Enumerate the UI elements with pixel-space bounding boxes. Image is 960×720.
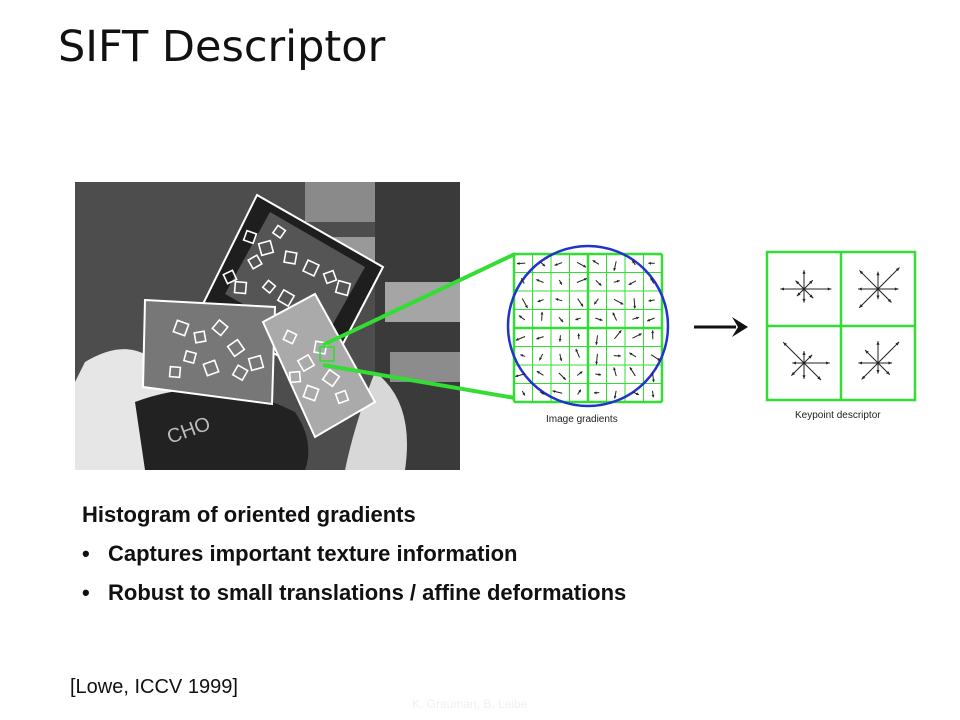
- bullet-heading: Histogram of oriented gradients: [82, 502, 416, 527]
- image-gradients-diagram: [500, 240, 680, 430]
- bullet-item: • Robust to small translations / affine …: [82, 582, 626, 604]
- arrow-right-icon: [692, 312, 748, 342]
- credit: K. Grauman, B. Leibe: [412, 697, 528, 711]
- bullet-list: Histogram of oriented gradients • Captur…: [82, 504, 626, 621]
- bullet-dot-icon: •: [82, 541, 90, 566]
- keypoint-descriptor-diagram: [758, 240, 928, 430]
- keypoint-descriptor-caption: Keypoint descriptor: [795, 410, 881, 421]
- bullet-dot-icon: •: [82, 580, 90, 605]
- citation: [Lowe, ICCV 1999]: [70, 676, 238, 698]
- keypoint-photo: CHO: [75, 182, 460, 470]
- bullet-item: • Captures important texture information: [82, 543, 626, 565]
- bullet-text: Captures important texture information: [108, 541, 518, 566]
- slide-title: SIFT Descriptor: [58, 22, 386, 72]
- bullet-text: Robust to small translations / affine de…: [108, 580, 627, 605]
- image-gradients-caption: Image gradients: [546, 414, 618, 425]
